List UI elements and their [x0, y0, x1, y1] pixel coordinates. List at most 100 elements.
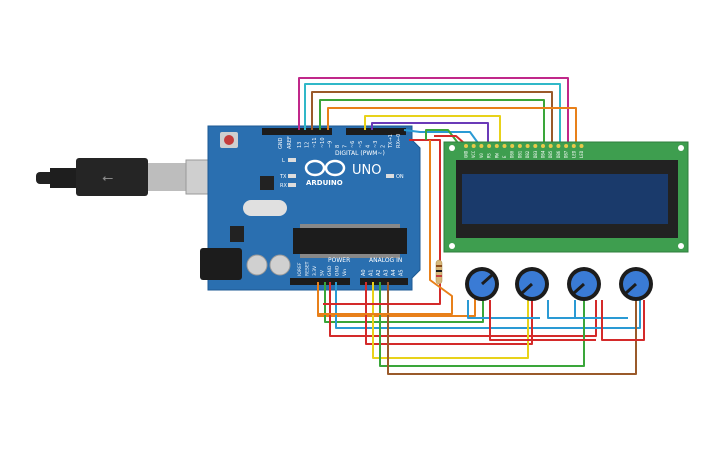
wire-5v[interactable] — [317, 282, 476, 317]
lcd-pin-label-1: VCC — [471, 150, 476, 158]
wire-d12[interactable] — [304, 83, 561, 143]
power-header — [290, 278, 350, 285]
lcd-pin-13 — [564, 144, 569, 148]
lcd-pin-label-9: DB3 — [533, 150, 538, 158]
logo-left-ring — [304, 159, 326, 177]
wire-d13[interactable] — [298, 77, 569, 143]
wire-pot-link-5[interactable] — [601, 300, 645, 341]
wires — [298, 77, 645, 375]
usb-cable-tail — [36, 172, 54, 184]
lcd-pin-label-13: DB7 — [564, 150, 569, 158]
pot-2-indicator — [520, 282, 534, 295]
lcd-pin-label-3: RS — [487, 153, 492, 158]
wire-d4[interactable] — [371, 122, 489, 143]
wire-d10[interactable] — [319, 99, 545, 143]
analog-pin-label-3: A3 — [384, 269, 390, 276]
wire-lcd-vcc[interactable] — [434, 135, 465, 144]
wire-a3[interactable] — [387, 282, 637, 375]
digital-pin-label-0: 13 — [297, 142, 303, 148]
lcd-pin-8 — [525, 144, 530, 148]
digital-pin-label-10: ~3 — [373, 141, 379, 148]
digital-pin-label-11: 2 — [381, 145, 387, 148]
usb-plug-body — [76, 158, 148, 196]
usb-chip — [260, 176, 274, 190]
wire-pot-link-1[interactable] — [467, 300, 540, 319]
lcd-pin-label-10: DB4 — [541, 150, 546, 158]
gnd-label: GND — [278, 137, 284, 149]
potentiometer-3[interactable] — [567, 267, 601, 301]
lcd-mount-hole-tl — [449, 145, 455, 151]
capacitor-2 — [269, 254, 291, 276]
power-pin-label-0: IOREF — [297, 262, 303, 276]
power-pin-label-4: GND — [327, 265, 333, 276]
lcd-pin-10 — [541, 144, 545, 148]
digital-pin-label-7: ~6 — [350, 141, 356, 148]
reset-button[interactable] — [224, 135, 234, 145]
power-pin-label-5: GND — [335, 265, 341, 276]
power-pin-label-3: 5V — [320, 269, 326, 276]
wire-d5[interactable] — [364, 115, 501, 143]
led-tx — [288, 174, 296, 178]
power-pin-label-2: 3.3V — [312, 265, 318, 276]
pot-3-indicator — [572, 282, 586, 295]
digital-pin-label-2: ~11 — [312, 137, 318, 148]
analog-pin-label-5: A5 — [399, 269, 405, 276]
lcd-pin-3 — [487, 144, 492, 148]
regulator — [230, 226, 244, 242]
wire-resistor-bottom[interactable] — [318, 140, 453, 315]
digital-header-left — [262, 128, 332, 135]
wire-resistor-top[interactable] — [323, 139, 441, 305]
potentiometer-4[interactable] — [619, 267, 653, 301]
digital-header-label: DIGITAL (PWM~) — [335, 150, 385, 157]
lcd-pin-12 — [556, 144, 561, 148]
digital-header-right — [346, 128, 406, 135]
potentiometer-1[interactable] — [465, 267, 499, 301]
lcd-pin-label-4: RW — [494, 153, 499, 158]
brand-label: ARDUINO — [306, 179, 343, 187]
analog-pin-label-1: A1 — [369, 269, 375, 276]
digital-pin-label-4: ~9 — [327, 141, 333, 148]
led-l — [288, 158, 296, 162]
lcd-pin-15 — [579, 144, 584, 148]
lcd-pin-6 — [510, 144, 515, 148]
lcd-mount-hole-br — [678, 243, 684, 249]
potentiometer-2[interactable] — [515, 267, 549, 301]
lcd-pin-label-11: DB5 — [548, 150, 553, 158]
crystal — [243, 200, 287, 216]
digital-pin-label-3: ~10 — [320, 137, 326, 148]
pot-4-indicator — [624, 282, 638, 295]
led-rx — [288, 183, 296, 187]
wire-d2[interactable] — [403, 129, 479, 144]
power-header-label: POWER — [328, 257, 350, 264]
tx-label: TX — [279, 174, 287, 180]
wire-d9[interactable] — [327, 107, 577, 143]
resistor — [435, 259, 443, 285]
analog-pin-label-4: A4 — [391, 269, 397, 276]
resistor-band-2 — [436, 270, 442, 272]
wire-a1[interactable] — [372, 282, 529, 359]
wire-a2[interactable] — [379, 282, 585, 367]
lcd-pin-0 — [464, 144, 468, 148]
led-l-label: L — [282, 158, 285, 164]
digital-pin-label-6: 7 — [343, 145, 349, 148]
digital-pin-label-9: 4 — [365, 145, 371, 148]
chip-pins-bottom — [300, 254, 400, 258]
lcd-pin-label-6: DB0 — [510, 150, 515, 158]
lcd-mount-hole-tr — [678, 145, 684, 151]
wire-gnd-1[interactable] — [324, 282, 484, 323]
wire-pot-link-2[interactable] — [489, 300, 596, 341]
wire-d11[interactable] — [311, 91, 553, 143]
chip-pins-top — [300, 224, 400, 228]
power-jack — [200, 248, 242, 280]
lcd-pin-label-8: DB2 — [525, 150, 530, 158]
lcd-pin-label-14: LED — [571, 150, 576, 158]
arduino-logo — [304, 159, 346, 177]
wire-pot-link-4[interactable] — [574, 300, 628, 319]
